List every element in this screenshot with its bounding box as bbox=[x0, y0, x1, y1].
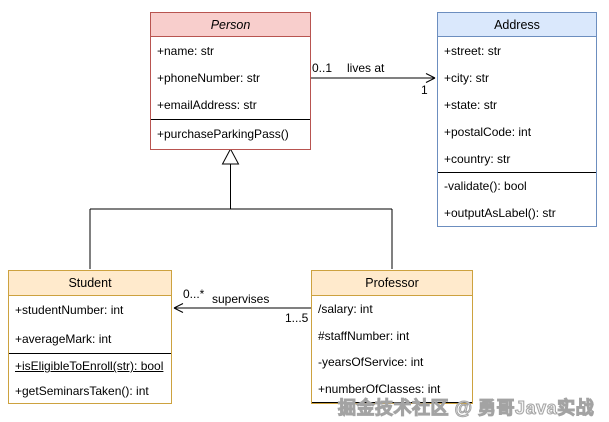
class-member: +outputAsLabel(): str bbox=[444, 205, 556, 220]
class-person-title: Person bbox=[151, 13, 310, 37]
supervises-target-multiplicity: 0...* bbox=[183, 287, 205, 301]
class-member: +street: str bbox=[444, 43, 502, 58]
class-address-title: Address bbox=[438, 13, 596, 37]
class-member: -validate(): bool bbox=[444, 179, 527, 194]
class-professor-title: Professor bbox=[312, 271, 472, 296]
class-member: -yearsOfService: int bbox=[318, 355, 424, 370]
class-member: +averageMark: int bbox=[15, 331, 112, 346]
class-member: +getSeminarsTaken(): int bbox=[15, 383, 149, 398]
class-member: +numberOfClasses: int bbox=[318, 381, 441, 396]
class-name: Professor bbox=[365, 276, 419, 290]
class-member: +emailAddress: str bbox=[157, 98, 257, 113]
class-student-methods: +isEligibleToEnroll(str): bool +getSemina… bbox=[9, 353, 171, 403]
open-arrowhead-icon bbox=[425, 73, 436, 83]
class-member: +studentNumber: int bbox=[15, 303, 124, 318]
class-person-attributes: +name: str +phoneNumber: str +emailAddress… bbox=[151, 37, 310, 119]
watermark: 掘金技术社区 @ 勇哥Java实战 bbox=[337, 398, 595, 419]
supervises-source-multiplicity: 1...5 bbox=[285, 311, 309, 325]
class-professor-attributes: /salary: int #staffNumber: int -yearsOfSer… bbox=[312, 296, 472, 402]
class-address-methods: -validate(): bool +outputAsLabel(): str bbox=[438, 172, 596, 226]
lives-at-label: lives at bbox=[347, 61, 385, 75]
class-member: +isEligibleToEnroll(str): bool bbox=[15, 359, 164, 374]
class-address-attributes: +street: str +city: str +state: str +postal… bbox=[438, 37, 596, 172]
open-arrowhead-icon bbox=[173, 303, 184, 313]
class-student-title: Student bbox=[9, 271, 171, 296]
lives-at-target-multiplicity: 1 bbox=[421, 83, 428, 97]
class-professor-methods bbox=[312, 402, 472, 403]
supervises-label: supervises bbox=[212, 292, 270, 306]
generalization-triangle-icon bbox=[221, 147, 240, 165]
class-member: +name: str bbox=[157, 43, 215, 58]
class-student-attributes: +studentNumber: int +averageMark: int bbox=[9, 296, 171, 353]
generalization-connector bbox=[89, 147, 393, 269]
class-member: /salary: int bbox=[318, 302, 373, 317]
class-professor: Professor /salary: int #staffNumber: int -… bbox=[311, 270, 473, 404]
class-name: Person bbox=[210, 17, 251, 32]
class-person-methods: +purchaseParkingPass() bbox=[151, 118, 310, 149]
class-name: Student bbox=[68, 276, 112, 290]
class-student: Student +studentNumber: int +averageMark:… bbox=[8, 270, 172, 404]
class-member: +state: str bbox=[444, 97, 498, 112]
class-person: Person +name: str +phoneNumber: str +email… bbox=[150, 12, 311, 150]
class-member: #staffNumber: int bbox=[318, 328, 410, 343]
class-member: +country: str bbox=[444, 151, 511, 166]
class-member: +phoneNumber: str bbox=[157, 70, 261, 85]
class-member: +purchaseParkingPass() bbox=[157, 127, 289, 142]
class-member: +city: str bbox=[444, 70, 490, 85]
lives-at-source-multiplicity: 0..1 bbox=[312, 61, 333, 75]
class-name: Address bbox=[494, 17, 540, 32]
class-address: Address +street: str +city: str +state: st… bbox=[437, 12, 597, 227]
class-member: +postalCode: int bbox=[444, 124, 532, 139]
